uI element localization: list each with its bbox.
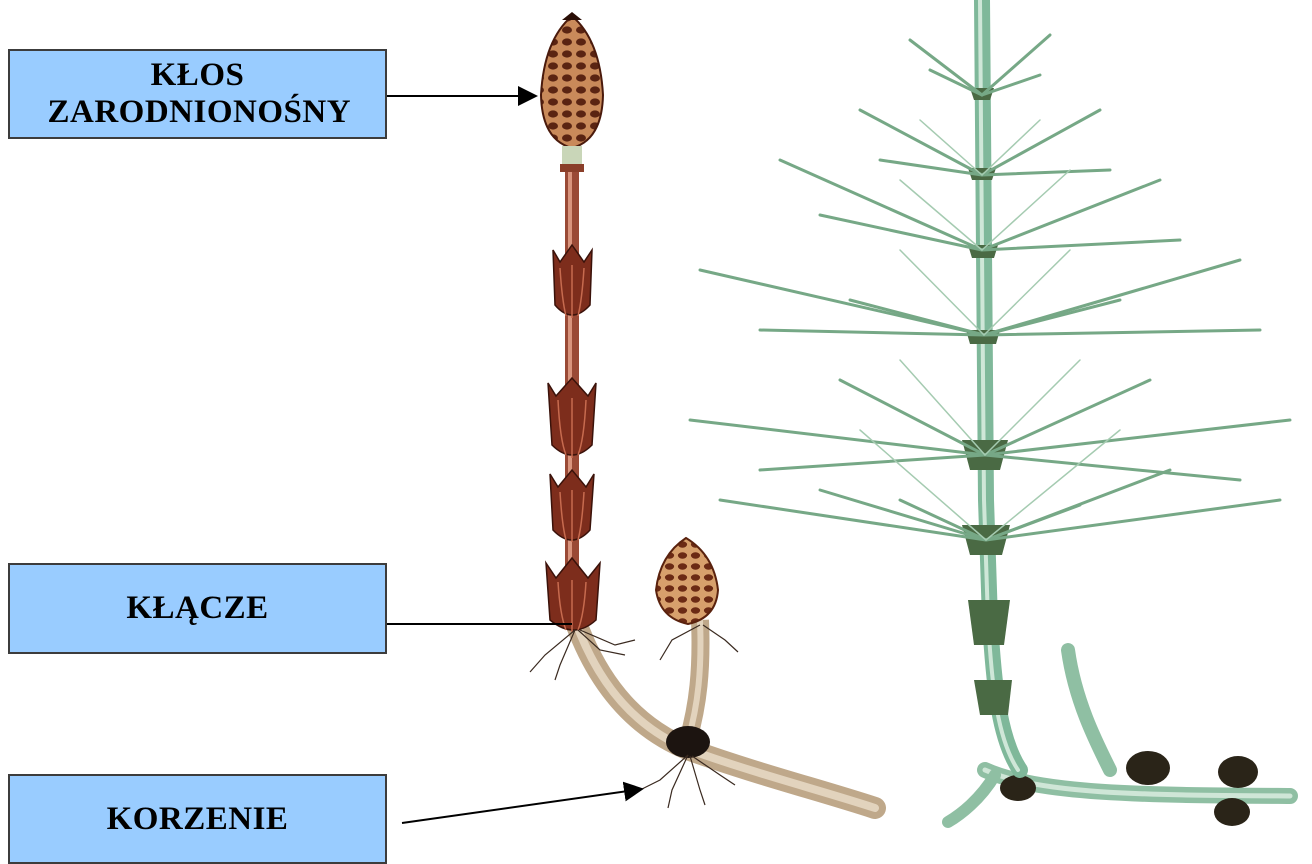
label-rhizome: KŁĄCZE [8, 563, 387, 654]
stem-sheaths [546, 245, 600, 632]
label-roots: KORZENIE [8, 774, 387, 864]
rhizome [575, 620, 875, 808]
small-spore-cone [656, 538, 718, 624]
sterile-shoot [690, 0, 1290, 826]
spore-cone [541, 12, 603, 172]
label-roots-text: KORZENIE [107, 801, 289, 838]
arrow-roots [402, 789, 642, 823]
label-spore-cone: KŁOS ZARODNIONOŚNY [8, 49, 387, 139]
label-spore-cone-text: KŁOS ZARODNIONOŚNY [48, 57, 348, 131]
leader-lines [372, 96, 642, 823]
label-rhizome-text: KŁĄCZE [126, 590, 268, 627]
fertile-shoot [530, 12, 875, 808]
